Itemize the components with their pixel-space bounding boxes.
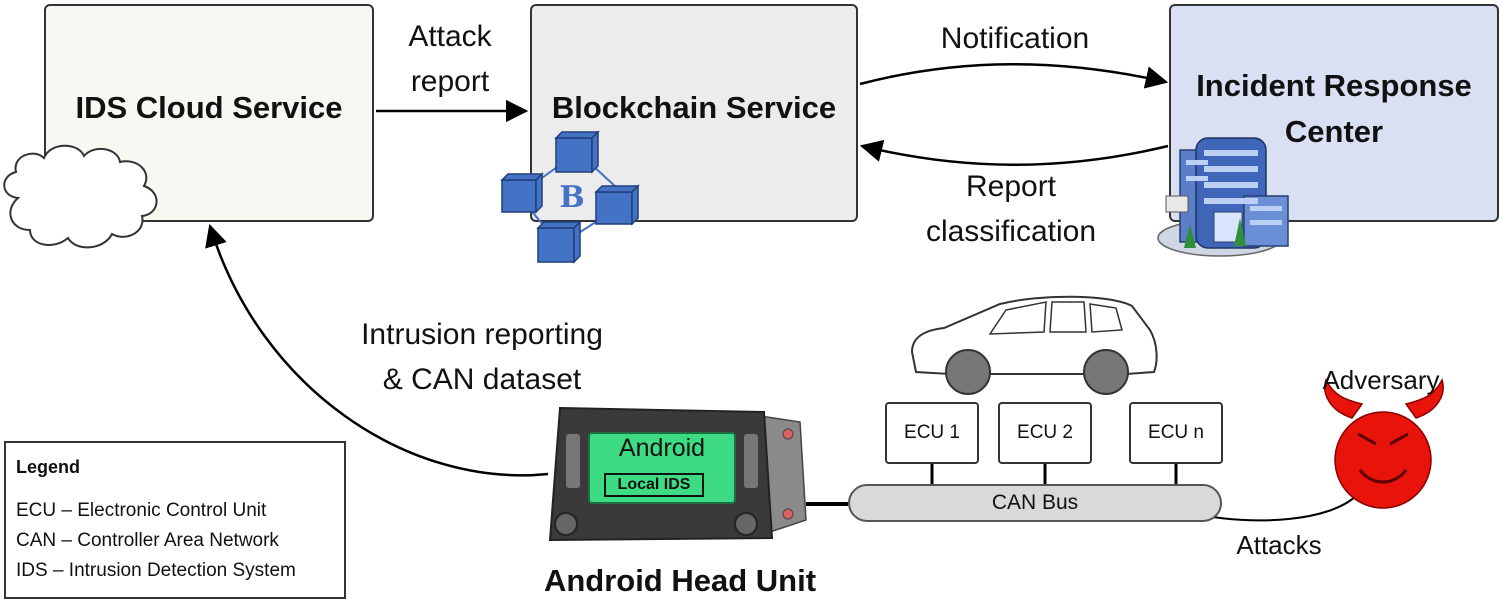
blockchain-logo-icon: B <box>500 130 640 264</box>
car-icon <box>910 295 1158 395</box>
legend-title: Legend <box>16 457 81 477</box>
intrusion-reporting-arrow <box>205 223 549 477</box>
attack-report-label-line2: report <box>410 65 490 98</box>
head-unit-screen <box>588 432 736 504</box>
intrusion-reporting-label: Intrusion reporting & CAN dataset <box>330 312 634 402</box>
cloud-icon <box>3 144 158 249</box>
legend-item: IDS – Intrusion Detection System <box>16 560 296 581</box>
notification-label: Notification <box>940 22 1090 55</box>
local-ids-badge: Local IDS <box>604 473 704 497</box>
attacks-label: Attacks <box>1236 530 1322 560</box>
incident-response-title-line2: Center <box>1284 114 1384 149</box>
blockchain-service-box <box>530 4 858 222</box>
legend-box: Legend ECU – Electronic Control Unit CAN… <box>4 441 346 599</box>
head-unit-screen-title: Android <box>618 434 706 462</box>
report-classification-label-line1: Report <box>965 170 1057 203</box>
office-building-icon <box>1157 137 1289 257</box>
intrusion-reporting-label-line2: & CAN dataset <box>382 363 582 396</box>
legend-item: ECU – Electronic Control Unit <box>16 500 267 521</box>
notification-arrow <box>859 63 1169 89</box>
can-bus: CAN Bus <box>848 484 1222 522</box>
ecu-1-box: ECU 1 <box>885 402 979 464</box>
adversary-label: Adversary <box>1322 365 1440 395</box>
ecu-n-box: ECU n <box>1129 402 1223 464</box>
incident-response-title-line1: Incident Response <box>1196 68 1472 103</box>
attack-report-label: Attack report <box>380 14 520 104</box>
blockchain-service-title: Blockchain Service <box>551 90 837 125</box>
attack-report-label-line1: Attack <box>408 20 492 53</box>
blockchain-logo-letter: B <box>559 180 584 215</box>
legend-item: CAN – Controller Area Network <box>16 530 279 551</box>
report-classification-arrow <box>859 139 1169 166</box>
report-classification-label-line2: classification <box>925 215 1097 248</box>
report-classification-label: Report classification <box>896 164 1126 254</box>
ids-cloud-service-title: IDS Cloud Service <box>75 90 343 125</box>
intrusion-reporting-label-line1: Intrusion reporting <box>361 318 603 351</box>
adversary-devil-icon <box>1324 378 1444 509</box>
android-head-unit-label: Android Head Unit <box>543 563 817 598</box>
ecu-2-box: ECU 2 <box>998 402 1092 464</box>
